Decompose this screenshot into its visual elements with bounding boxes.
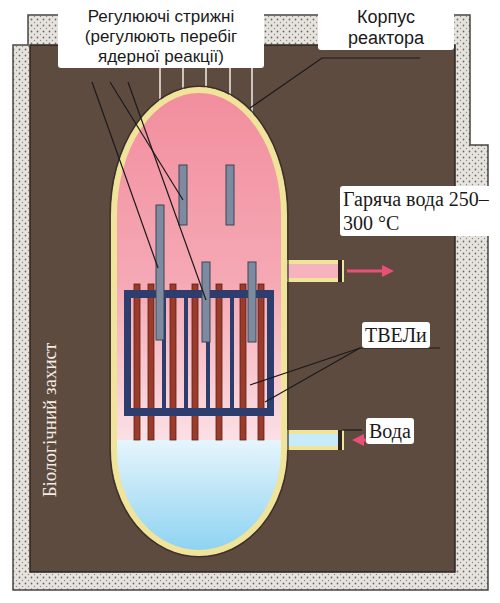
water-label: Вода (366, 418, 414, 444)
fuel-rods (134, 284, 264, 440)
control-rods (156, 165, 256, 342)
leader-lines (92, 58, 440, 430)
reactor-vessel (114, 90, 284, 553)
control-rods-label: Регулюючі стрижні (регулюють перебіг яде… (58, 6, 264, 68)
hot-water-label: Гаряча вода 250–300 °C (340, 186, 496, 236)
concrete-shield (13, 15, 488, 590)
fuel-rods-label: ТВЕЛи (362, 322, 430, 348)
shield-interior (30, 45, 455, 572)
vessel-label: Корпус реактора (318, 6, 454, 50)
shield-label: Біологічний захист (38, 340, 62, 501)
